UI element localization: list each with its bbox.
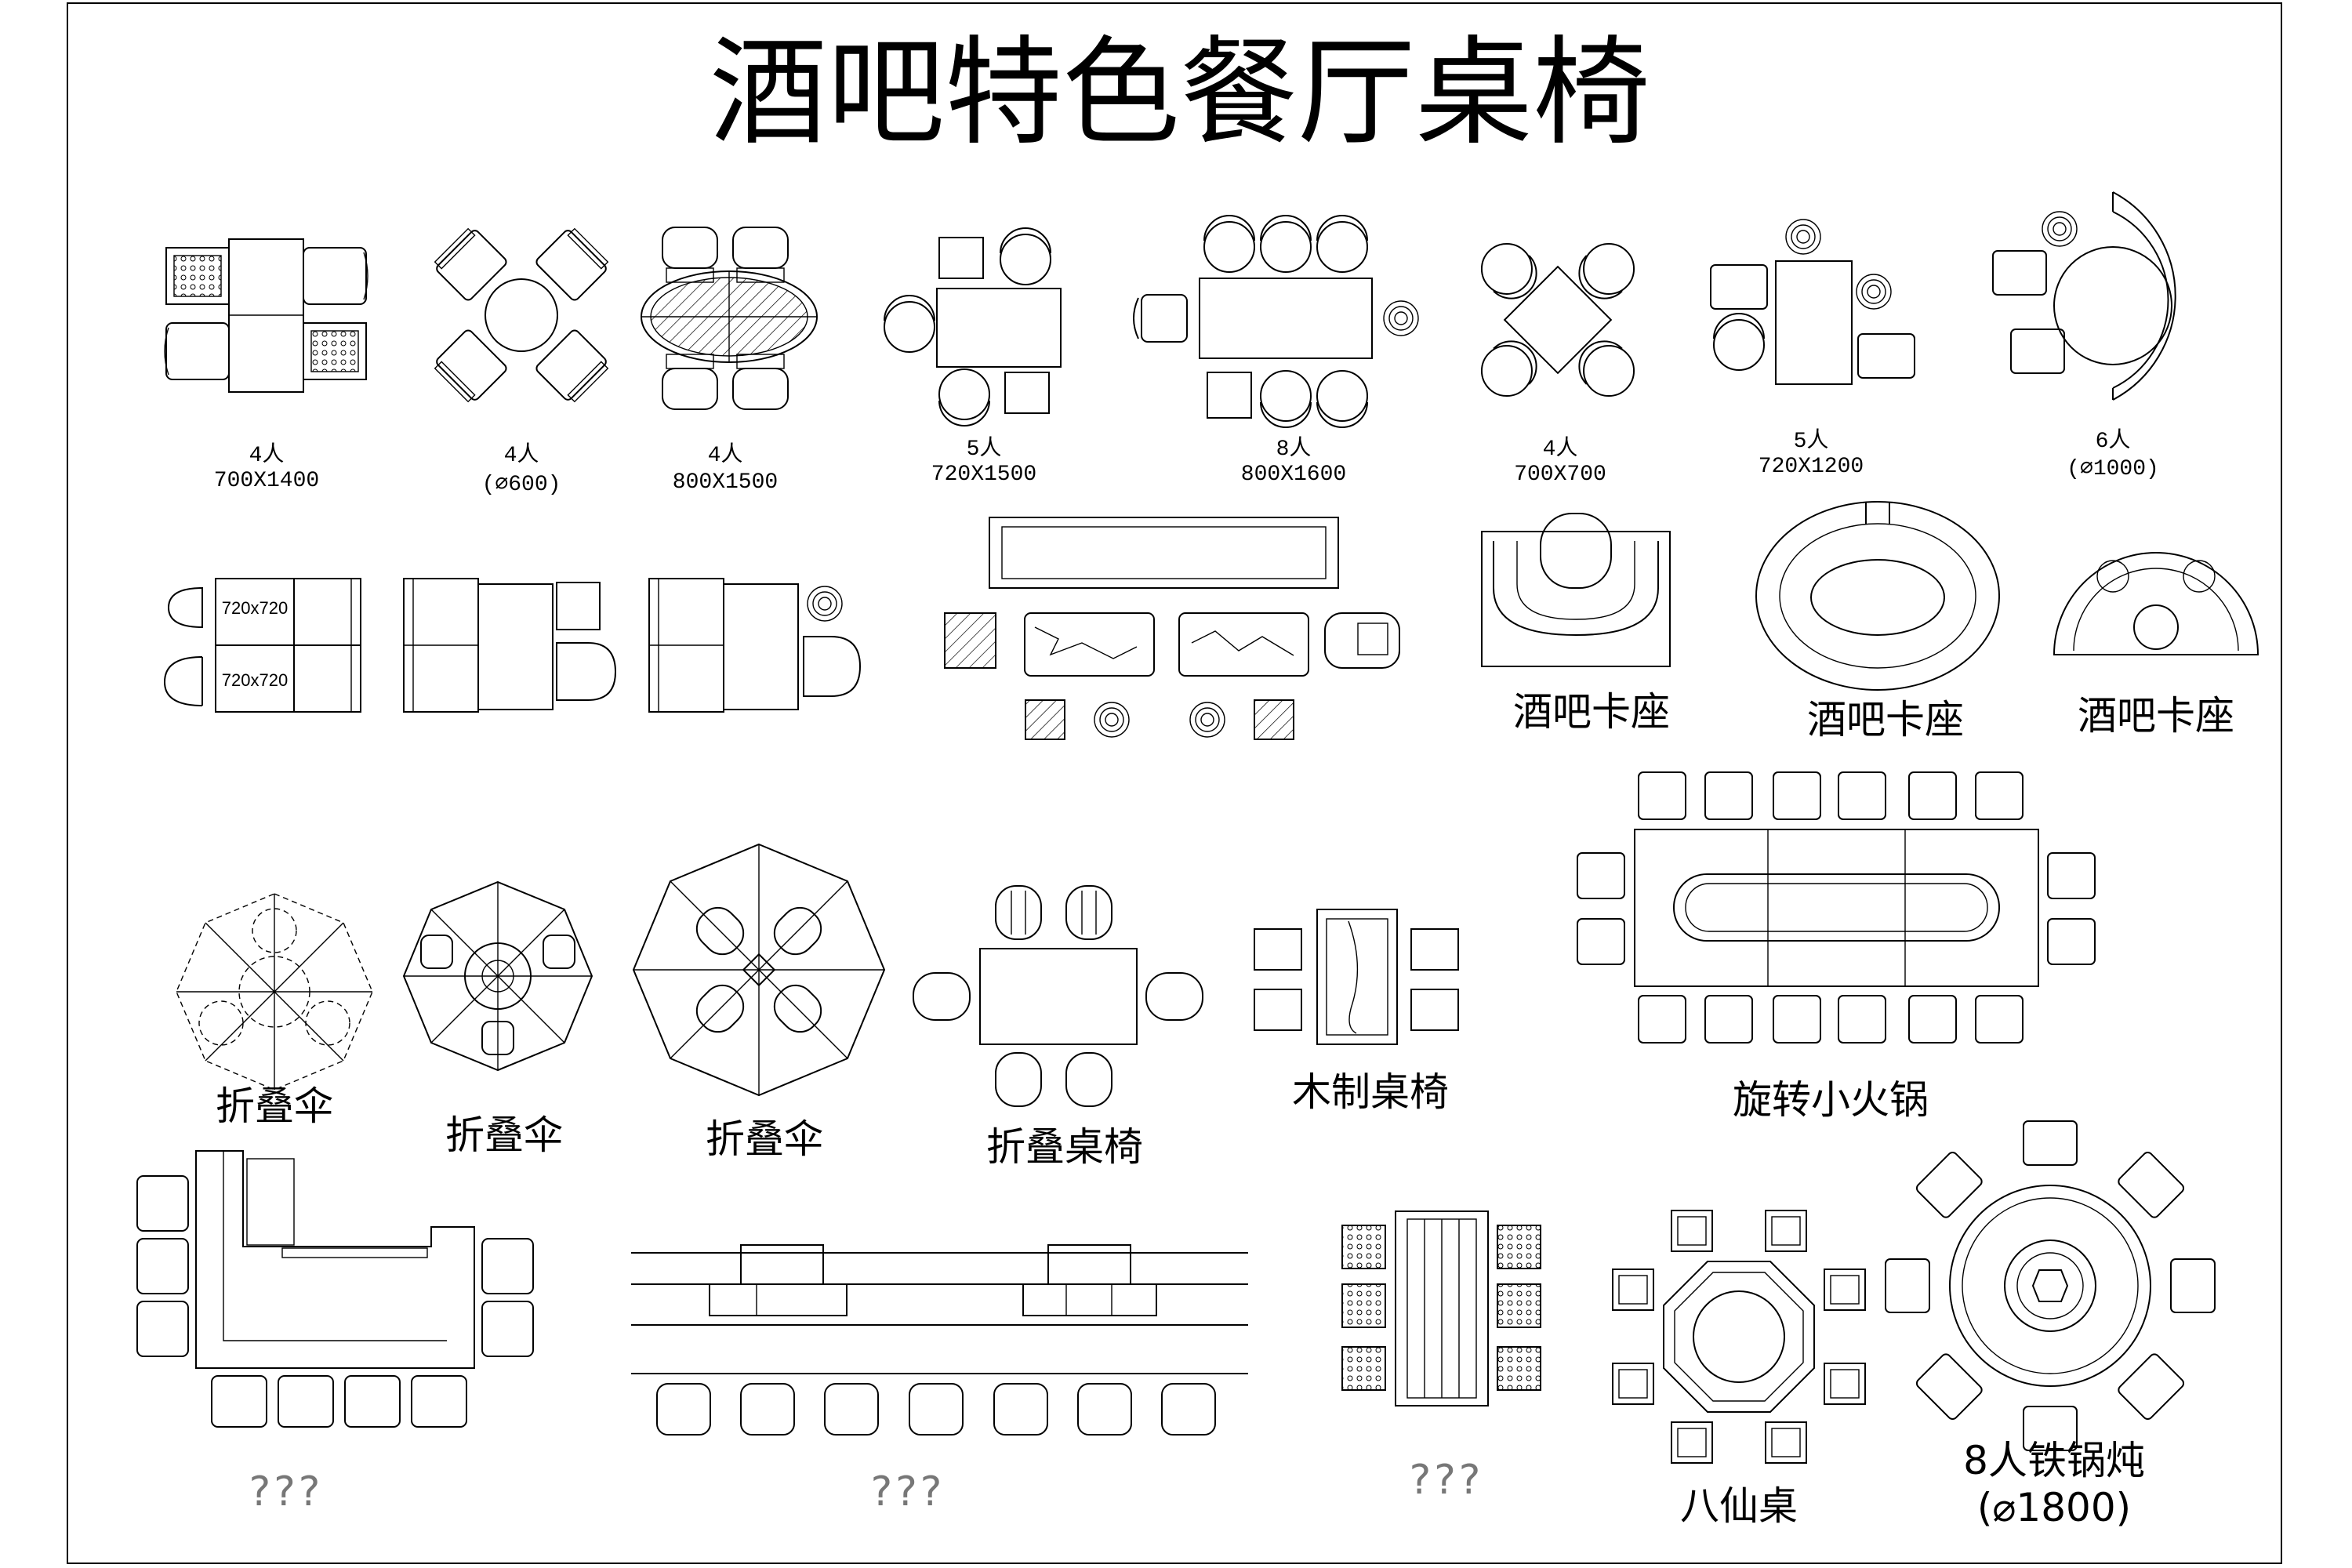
table-4p-round-600 [430,224,612,406]
unknown-label: ??? [871,1468,946,1515]
unknown-label: ??? [249,1468,324,1515]
eight-immortals-label: 八仙桌 [1680,1483,1798,1529]
spec-size: 800X1500 [673,470,778,495]
long-bar-counter [631,1244,1248,1436]
spec-count: 4人 [1543,436,1578,462]
spec-count: 6人 [2096,428,2131,454]
l-shaped-bar [136,1150,534,1428]
bar-booth-2: 酒吧卡座 [1755,501,2000,742]
folding-table-chairs [913,885,1203,1107]
hotpot-label: 旋转小火锅 [1733,1077,1929,1123]
slat-table-set [1341,1210,1541,1406]
hotpot-chairs-top [1638,771,2024,820]
table-4p-oval-800x1500 [641,227,818,410]
bar-counter-set [944,517,1400,740]
bar-booth-1: 酒吧卡座 [1481,513,1671,735]
spec-size: (⌀1000) [2067,457,2159,481]
iron-pot-size: (⌀1800) [1977,1485,2131,1530]
iron-pot-label: 8人铁锅炖 [1963,1438,2145,1483]
unknown-label: ??? [1410,1457,1484,1504]
rotating-hotpot [1577,771,2096,1044]
tables-720x720: 720x720 720x720 [163,578,361,713]
folding-set-label: 折叠桌椅 [986,1124,1143,1170]
spec-size: 720X1200 [1759,455,1864,479]
table-5p-720x1200 [1710,219,1915,385]
table-8p-800x1600 [1133,215,1419,428]
spec-size: (⌀600) [482,473,561,497]
umbrella-label: 折叠伞 [445,1112,563,1158]
folding-umbrella-2 [402,880,593,1072]
umbrella-label: 折叠伞 [706,1116,823,1162]
table-5p-720x1500 [884,227,1062,426]
spec-size: 700X1400 [214,469,319,493]
sofa-table-set-1 [403,578,617,713]
bar-booth-3: 酒吧卡座 [2053,552,2259,739]
spec-count: 4人 [504,442,539,468]
table-size-label: 720x720 [222,598,288,618]
page-title: 酒吧特色餐厅桌椅 [710,25,1650,162]
folding-umbrella-3 [632,843,886,1097]
spec-size: 700X700 [1514,463,1606,487]
hotpot-chairs-bottom [1638,995,2024,1044]
table-4p-700x1400 [164,238,368,393]
bar-stools-row [656,1383,1216,1436]
spec-count: 5人 [1794,428,1829,454]
table-6p-round-1000 [1992,191,2176,401]
spec-count: 4人 [249,442,285,468]
folding-umbrella-1 [176,893,373,1091]
sofa-table-set-2 [648,578,862,713]
wooden-table-chairs [1254,909,1459,1045]
booth-label: 酒吧卡座 [1807,697,1964,742]
row1-labels: 4人 700X1400 4人 (⌀600) 4人 800X1500 5人 720… [214,428,2159,497]
sheet-border [67,2,2282,1564]
wooden-set-label: 木制桌椅 [1292,1069,1449,1115]
umbrella-label: 折叠伞 [216,1083,333,1129]
booth-label: 酒吧卡座 [2078,693,2234,739]
spec-count: 5人 [967,436,1002,462]
eight-immortals-table [1612,1210,1866,1464]
spec-size: 800X1600 [1241,463,1346,487]
iron-pot-stew-table [1885,1120,2216,1451]
booth-label: 酒吧卡座 [1513,689,1670,735]
spec-count: 4人 [708,442,743,468]
table-4p-700x700 [1470,232,1646,408]
spec-size: 720X1500 [931,463,1036,487]
spec-count: 8人 [1276,436,1312,462]
table-size-label: 720x720 [222,670,288,690]
